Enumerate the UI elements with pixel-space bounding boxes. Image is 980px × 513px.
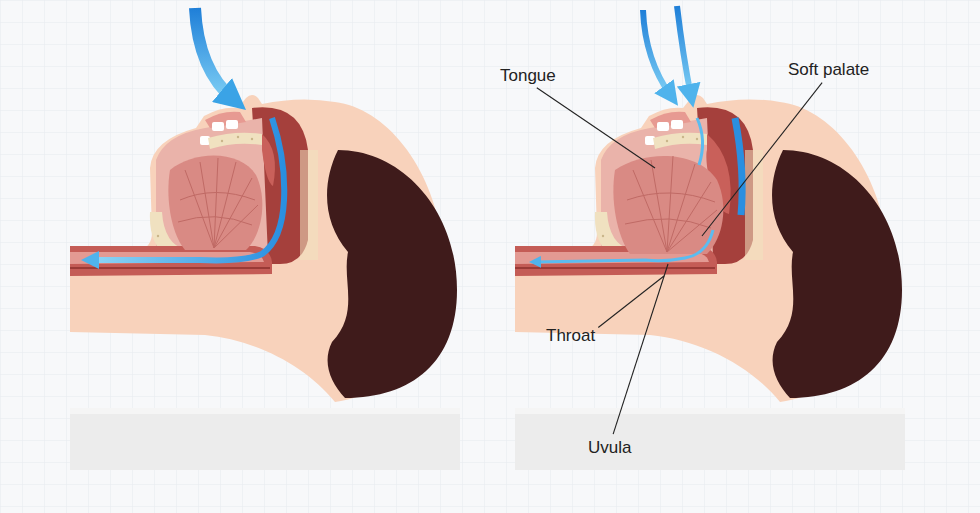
- part-label: Throat: [546, 326, 595, 346]
- open-airway-figure: [185, 170, 214, 248]
- leader-line: [613, 264, 668, 434]
- blocked-airway-figure: [535, 230, 713, 262]
- open-airway-figure: [214, 178, 252, 248]
- blocked-airway-figure: [613, 156, 723, 254]
- blocked-airway-figure: [667, 210, 717, 252]
- blocked-airway-figure: [627, 193, 715, 202]
- blocked-airway-figure: [697, 118, 703, 165]
- open-airway-figure: [90, 118, 284, 260]
- open-airway-figure: [178, 217, 252, 225]
- blocked-airway-figure: [625, 156, 717, 252]
- open-airway-figure: [168, 156, 262, 250]
- open-airway-figure: [70, 8, 460, 470]
- open-airway-figure: [70, 95, 460, 470]
- open-airway-figure: [214, 162, 236, 248]
- part-label: Soft palate: [788, 60, 869, 80]
- blocked-airway-figure: [515, 95, 905, 470]
- leader-line: [598, 276, 664, 327]
- blocked-airway-figure: [667, 182, 711, 252]
- open-airway-figure: [214, 205, 258, 248]
- blocked-airway-figure: [735, 118, 742, 215]
- blocked-airway-figure: [643, 10, 671, 96]
- blocked-airway-figure: [677, 6, 691, 96]
- open-airway-figure: [200, 162, 214, 248]
- part-label: Tongue: [500, 66, 556, 86]
- blocked-airway-figure: [667, 164, 695, 252]
- open-airway-figure: [262, 134, 275, 186]
- leader-line: [537, 88, 655, 168]
- open-airway-figure: [180, 193, 255, 201]
- blocked-airway-figure: [633, 170, 667, 252]
- blocked-airway-figure: [515, 6, 905, 470]
- open-airway-figure: [178, 158, 258, 248]
- blocked-airway-figure: [651, 160, 667, 252]
- open-airway-figure: [195, 8, 234, 100]
- part-label: Uvula: [588, 438, 631, 458]
- leader-line: [702, 83, 822, 236]
- blocked-airway-figure: [625, 219, 711, 228]
